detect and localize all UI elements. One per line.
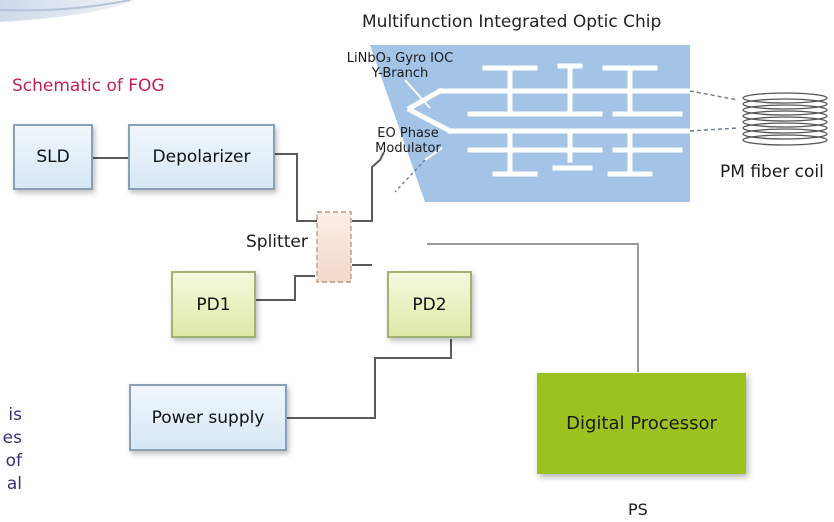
- ps-label: PS: [628, 500, 648, 519]
- eo-modulator-label: EO Phase Modulator: [368, 126, 448, 156]
- optic-chip: [370, 45, 690, 202]
- power-supply-box: Power supply: [129, 384, 287, 451]
- coil-dash-top: [689, 90, 739, 101]
- splitter-shape: [316, 211, 352, 283]
- splitter-label: Splitter: [246, 232, 308, 252]
- line-ps-processor: [427, 243, 639, 372]
- side-text-line: es: [2, 428, 22, 448]
- eo-label-line1: EO Phase: [377, 126, 439, 141]
- digital-processor-box: Digital Processor: [537, 373, 746, 474]
- line-splitter-chip: [352, 151, 385, 222]
- side-text-line: of: [5, 451, 22, 471]
- ioc-label-line2: Y-Branch: [371, 66, 429, 81]
- fiber-coil-icon: [742, 92, 828, 146]
- ioc-label-line1: LiNbO₃ Gyro IOC: [346, 51, 454, 66]
- line-pd1-splitter: [256, 275, 315, 301]
- chip-title: Multifunction Integrated Optic Chip: [362, 12, 662, 32]
- fiber-coil-label: PM fiber coil: [720, 162, 824, 182]
- pd1-box: PD1: [171, 271, 256, 338]
- coil-dash-bottom: [689, 127, 739, 132]
- ioc-label: LiNbO₃ Gyro IOC Y-Branch: [342, 51, 458, 81]
- diagram-title: Schematic of FOG: [12, 76, 165, 96]
- depolarizer-box: Depolarizer: [128, 124, 275, 190]
- side-text-line: al: [6, 474, 22, 494]
- pd2-box: PD2: [387, 271, 472, 338]
- side-text: is es of al: [0, 404, 30, 496]
- side-text-line: is: [8, 405, 22, 425]
- line-pd2-power: [287, 339, 452, 419]
- ioc-pointer: [404, 79, 431, 109]
- eo-label-line2: Modulator: [375, 141, 441, 156]
- eo-pointer: [424, 147, 443, 161]
- sld-box: SLD: [13, 124, 93, 190]
- eo-dashed-pointer: [394, 159, 426, 193]
- line-depolarizer-splitter: [275, 153, 317, 222]
- chip-waveguides: [406, 63, 693, 177]
